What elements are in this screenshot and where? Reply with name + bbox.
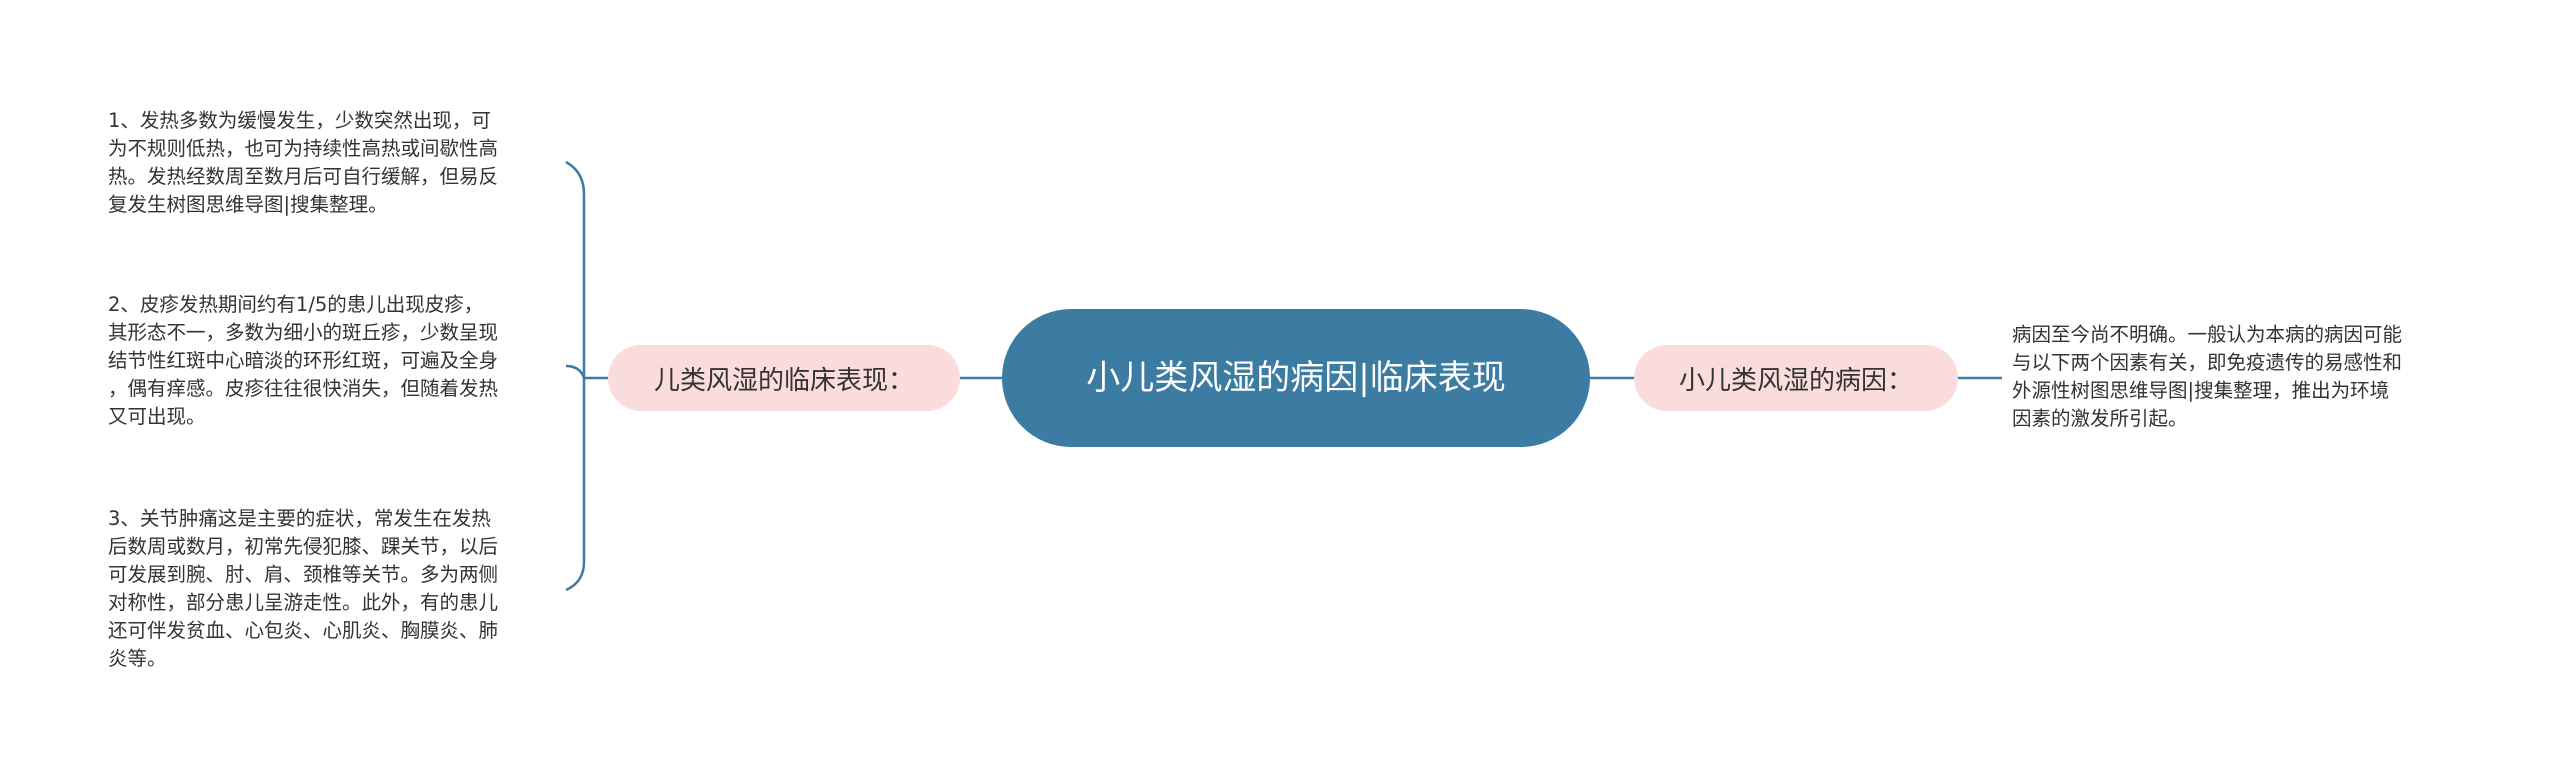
branch-etiology[interactable]: 小儿类风湿的病因： (1634, 345, 1958, 411)
branch-etiology-label: 小儿类风湿的病因： (1678, 365, 1913, 396)
branch-clinical-manifestations-label: 儿类风湿的临床表现： (653, 365, 914, 396)
central-topic-label: 小儿类风湿的病因|临床表现 (1086, 358, 1506, 398)
central-topic[interactable]: 小儿类风湿的病因|临床表现 (1002, 309, 1590, 447)
branch-clinical-manifestations[interactable]: 儿类风湿的临床表现： (608, 345, 960, 411)
leaf-rash: 2、皮疹发热期间约有1/5的患儿出现皮疹， 其形态不一，多数为细小的斑丘疹，少数… (108, 293, 499, 428)
connector-left-bracket (565, 160, 586, 592)
leaf-etiology-detail: 病因至今尚不明确。一般认为本病的病因可能 与以下两个因素有关，即免疫遗传的易感性… (2012, 323, 2403, 430)
leaf-fever: 1、发热多数为缓慢发生，少数突然出现，可 为不规则低热，也可为持续性高热或间歇性… (108, 109, 499, 216)
connector-left-middle (565, 364, 586, 379)
leaf-joint-pain: 3、关节肿痛这是主要的症状，常发生在发热 后数周或数月，初常先侵犯膝、踝关节，以… (108, 507, 499, 670)
